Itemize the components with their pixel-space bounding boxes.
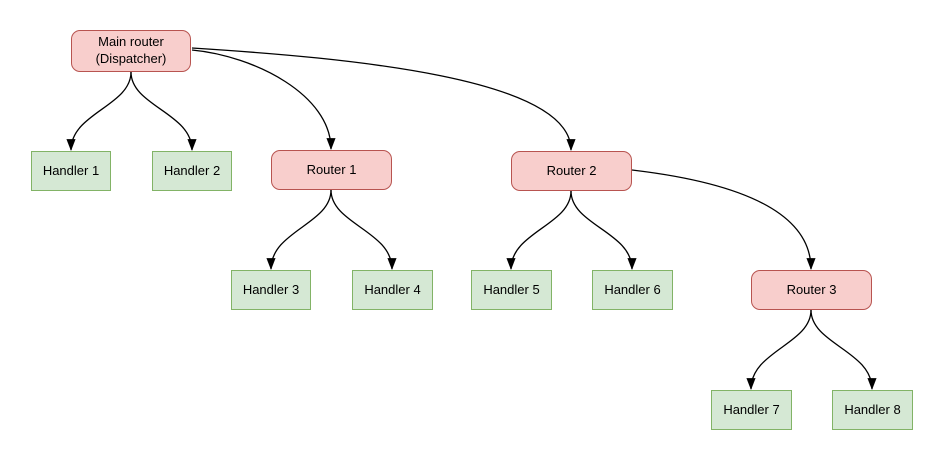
- node-label: Handler 3: [242, 281, 300, 297]
- edge-router-2-to-handler-6: [570, 190, 637, 270]
- edge-main-to-handler-1: [66, 71, 132, 151]
- node-label: Handler 8: [844, 401, 901, 417]
- node-handler-3: Handler 3: [231, 270, 311, 310]
- node-handler-8: Handler 8: [832, 390, 913, 430]
- node-handler-4: Handler 4: [352, 270, 433, 310]
- node-label: Router 3: [786, 281, 837, 297]
- node-handler-5: Handler 5: [471, 270, 552, 310]
- edge-router-2-to-router-3: [631, 169, 816, 270]
- edge-router-3-to-handler-8: [810, 309, 877, 390]
- node-label: Handler 7: [723, 401, 780, 417]
- edge-main-to-handler-2: [130, 71, 197, 151]
- node-router-1: Router 1: [271, 150, 392, 190]
- node-label: Handler 6: [604, 281, 661, 297]
- node-label: Router 1: [306, 161, 357, 177]
- edge-router-1-to-handler-4: [330, 189, 397, 270]
- node-router-3: Router 3: [751, 270, 872, 310]
- node-label: Handler 5: [483, 281, 540, 297]
- node-main-router-dispatcher: Main router (Dispatcher): [71, 30, 191, 72]
- node-label: Handler 2: [163, 162, 221, 178]
- node-label: Handler 4: [364, 281, 421, 297]
- node-handler-6: Handler 6: [592, 270, 673, 310]
- node-label: Main router (Dispatcher): [95, 34, 167, 66]
- node-handler-7: Handler 7: [711, 390, 792, 430]
- edge-router-3-to-handler-7: [746, 309, 812, 390]
- node-router-2: Router 2: [511, 151, 632, 191]
- node-label: Handler 1: [42, 162, 100, 178]
- node-handler-2: Handler 2: [152, 151, 232, 191]
- node-handler-1: Handler 1: [31, 151, 111, 191]
- edge-router-1-to-handler-3: [266, 189, 332, 270]
- edge-main-to-router-1: [191, 49, 336, 150]
- edge-main-to-router-2: [191, 47, 576, 151]
- edge-router-2-to-handler-5: [506, 190, 572, 270]
- node-label: Router 2: [546, 162, 597, 178]
